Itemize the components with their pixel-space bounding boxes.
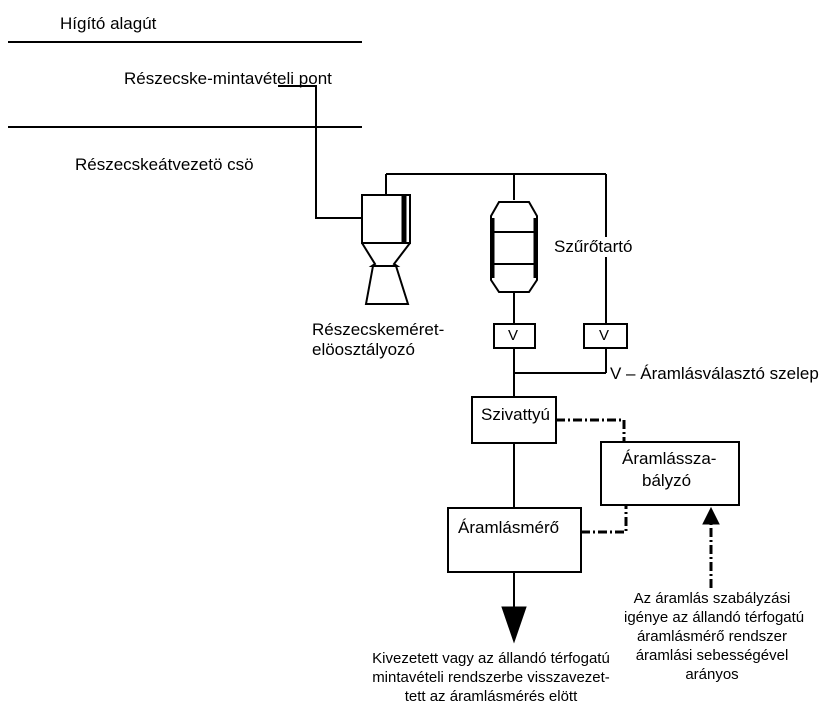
exhaust-note: Kivezetett vagy az állandó térfogatú min… (356, 649, 626, 706)
filter-holder-symbol (490, 174, 538, 324)
transfer-tube-line (278, 85, 362, 219)
flow-controller-box (600, 441, 740, 506)
control-note-line-5: arányos (685, 666, 739, 683)
sampling-point-label: Részecske-mintavételi pont (124, 69, 332, 88)
preclassifier-label-line1: Részecskeméret- (312, 320, 445, 339)
valve-filter-line-label: V (508, 327, 519, 344)
flow-meter-label: Áramlásmérő (458, 518, 560, 537)
preclassifier-label-line2: elöosztályozó (312, 340, 416, 359)
pump-label: Szivattyú (481, 405, 550, 424)
control-note-line-2: igénye az állandó térfogatú (624, 609, 805, 626)
valve-bypass-line (583, 323, 628, 349)
pump-control-signal (556, 418, 626, 442)
control-note-line-4: áramlási sebességével (635, 647, 789, 664)
valve-bypass-line-label: V (599, 327, 610, 344)
exhaust-note-line-1: Kivezetett vagy az állandó térfogatú (372, 650, 610, 667)
control-note-line-1: Az áramlás szabályzási (633, 590, 791, 607)
flow-controller-label-line1: Áramlássza- (622, 449, 717, 468)
transfer-tube-label: Részecskeátvezetö csö (75, 155, 254, 174)
dilution-tunnel-label: Hígító alagút (60, 14, 157, 33)
exhaust-arrow-head (501, 606, 527, 644)
control-demand-note: Az áramlás szabályzási igénye az állandó… (624, 589, 805, 684)
exhaust-note-line-3: tett az áramlásmérés elött (404, 688, 578, 705)
preclassifier-symbol (361, 174, 411, 305)
control-demand-arrow-head (702, 506, 720, 525)
valve-legend: V – Áramlásválasztó szelep (610, 364, 819, 383)
meter-control-signal (581, 505, 628, 534)
control-note-line-3: áramlásmérő rendszer (636, 628, 788, 645)
valve-filter-line (493, 323, 536, 349)
flow-controller-label-line2: bályzó (642, 471, 692, 490)
exhaust-note-line-2: mintavételi rendszerbe visszavezet- (372, 669, 610, 686)
flow-meter-box (447, 507, 582, 573)
filter-holder-label: Szűrőtartó (554, 237, 633, 257)
